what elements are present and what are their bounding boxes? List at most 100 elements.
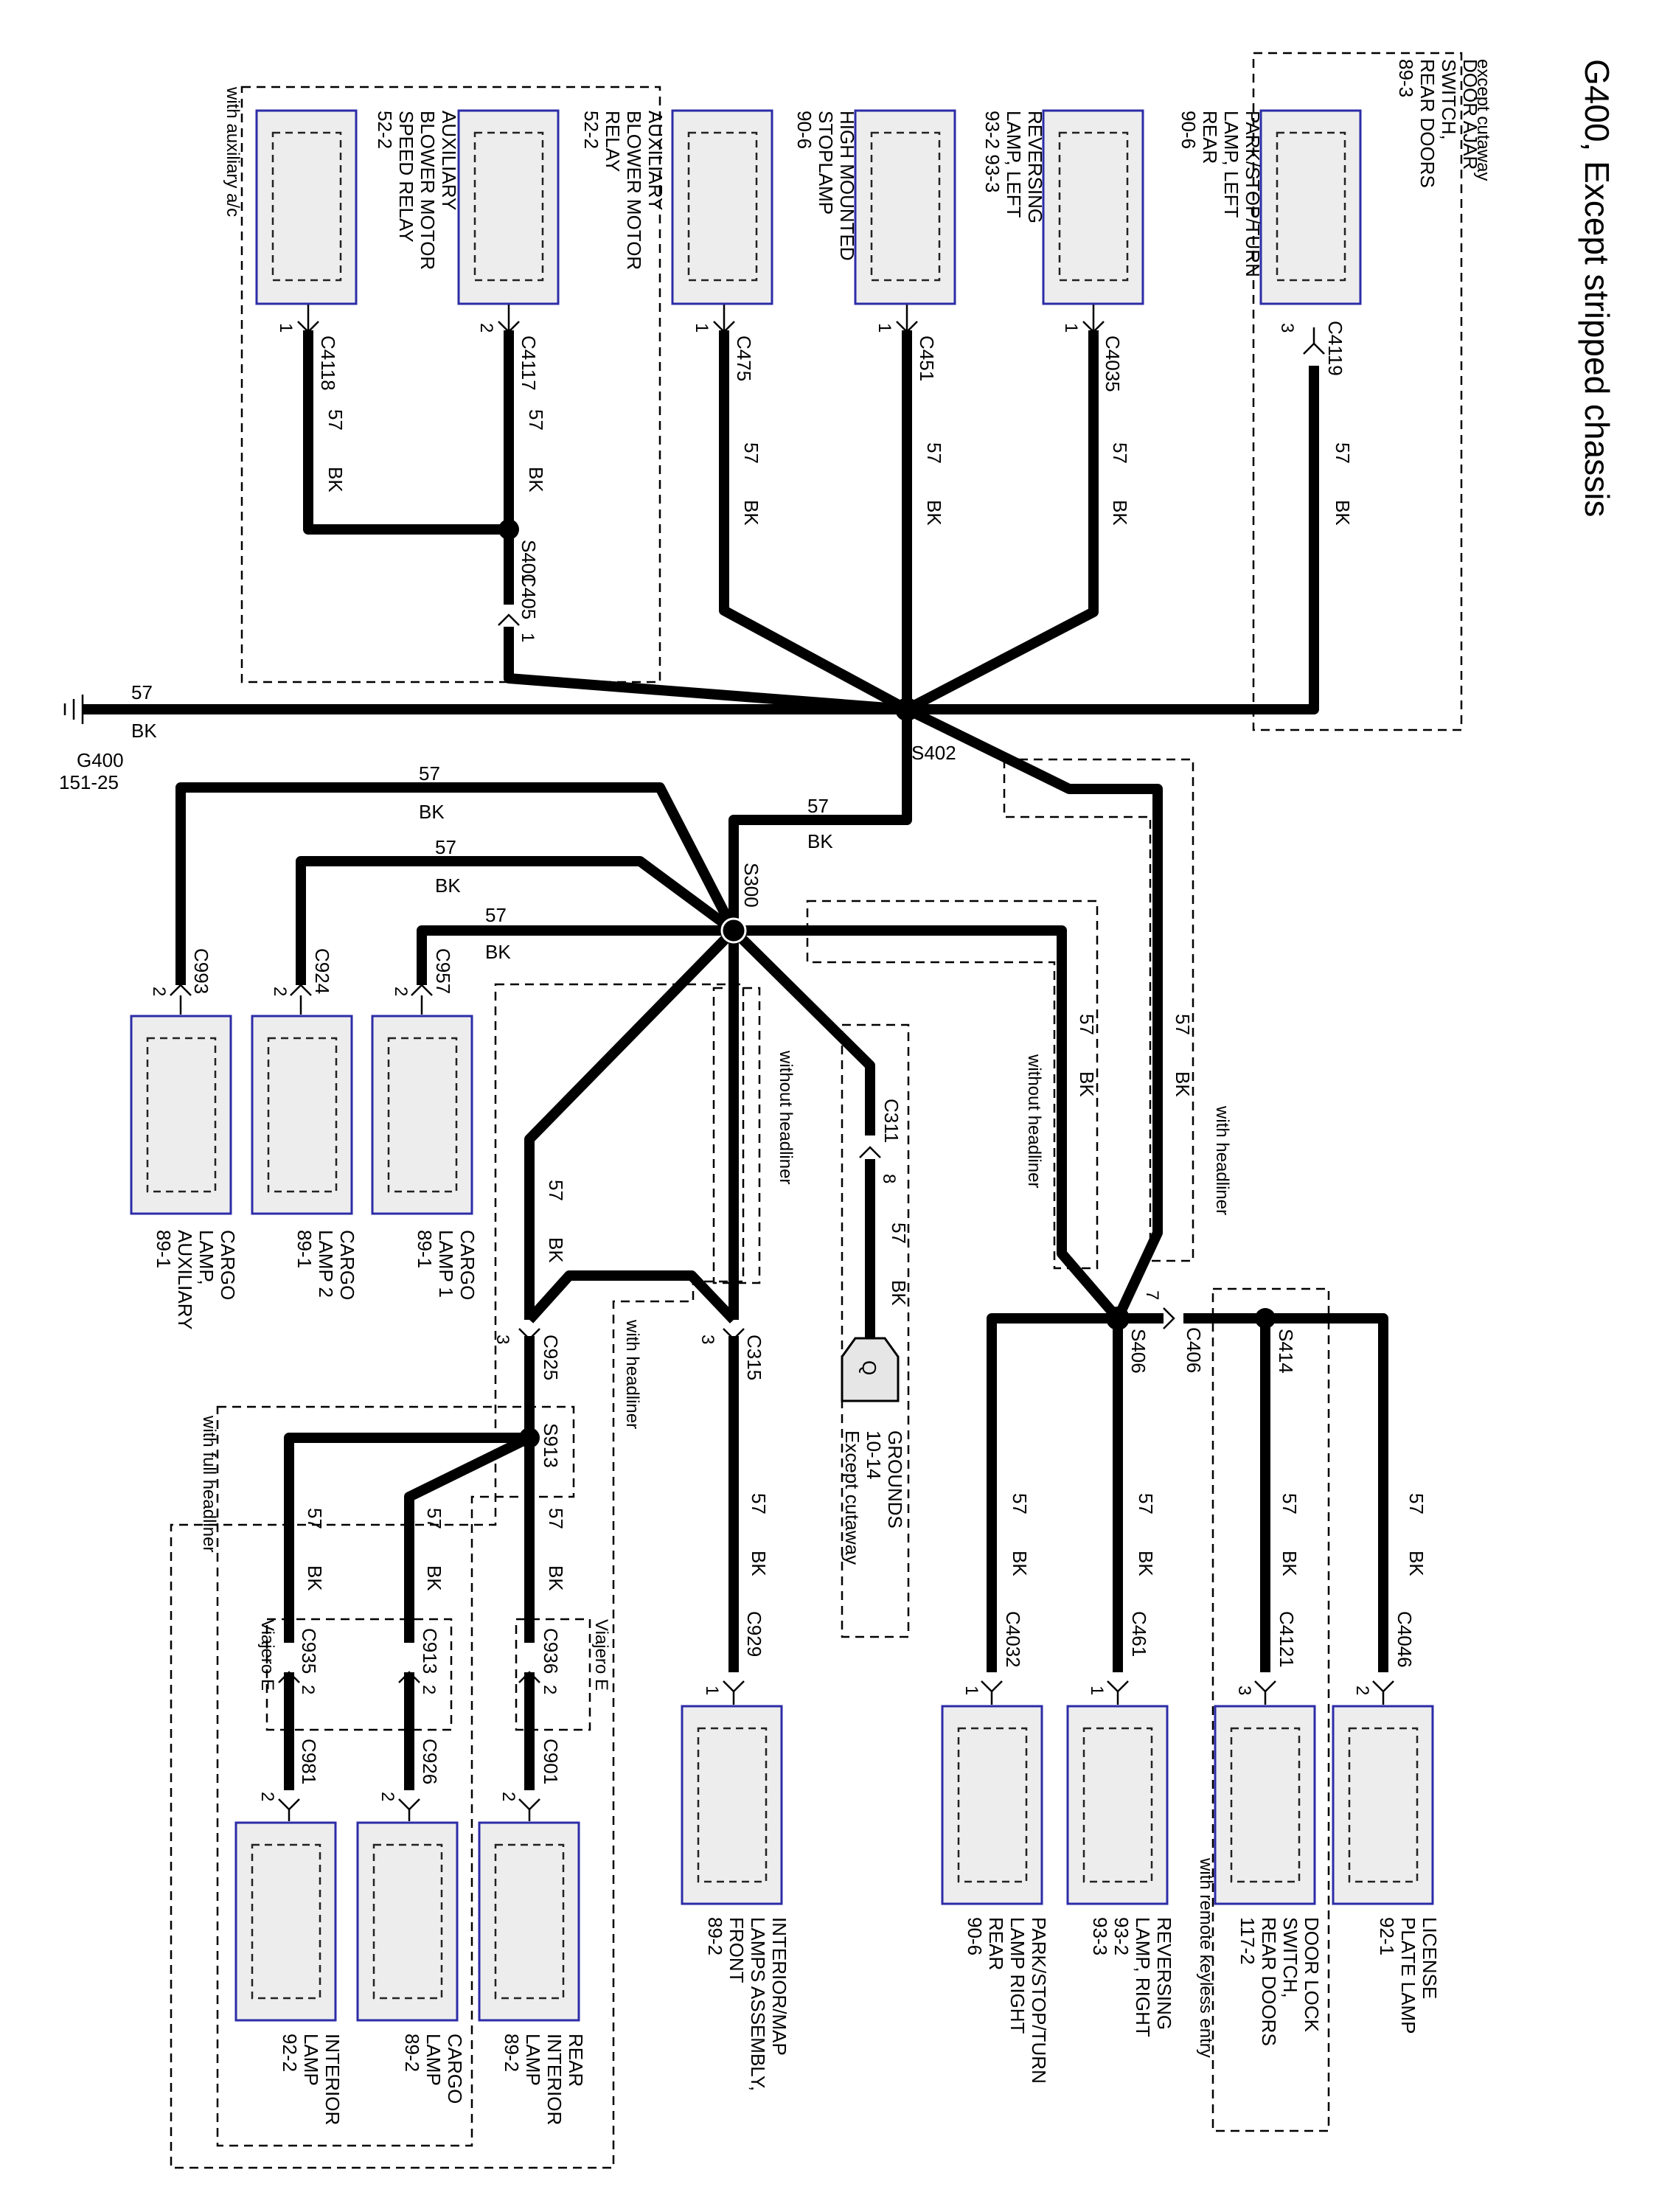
c451-pin: 1 <box>874 323 894 333</box>
wires <box>83 330 1388 1790</box>
wire-s913-c913 <box>404 1433 532 1643</box>
door-lock-label-line-3: 117-2 <box>1237 1917 1259 1965</box>
grounds-label: GROUNDS <box>884 1430 906 1528</box>
high-stop-label-line-0: HIGH MOUNTED <box>836 111 858 261</box>
component-cargo-lamp <box>356 1821 459 2022</box>
aux-relay-label-line-3: 52-2 <box>580 111 602 149</box>
reversing-right-label-line-0: REVERSING <box>1153 1917 1175 2030</box>
c4117-label: C4117 <box>518 335 540 391</box>
component-cargo-1 <box>371 1015 473 1215</box>
c993-label: C993 <box>190 948 212 994</box>
park-left-label-line-0: PARK/STOP/TURN <box>1242 111 1264 277</box>
aux-relay-label-line-0: AUXILIARY <box>644 111 667 210</box>
wire-circuit-label-10: 57 <box>748 1493 770 1514</box>
wire-circuit-label-6: 57 <box>1405 1493 1427 1514</box>
hwire-circuit-2: 57 <box>435 836 456 858</box>
note-with-headliner-right: with headliner <box>1212 1105 1232 1215</box>
c4118-pin: 1 <box>276 323 296 333</box>
grounds-ref: 10-14 <box>863 1430 885 1480</box>
wire-door-ajar <box>907 366 1319 714</box>
cargo-lamp-label-line-2: 89-2 <box>401 2034 423 2072</box>
note-with-full-headliner: with full headliner <box>199 1415 219 1552</box>
high-stop-label-line-2: 90-6 <box>793 111 815 149</box>
cargo-aux-label-line-2: AUXILIARY <box>174 1230 196 1329</box>
chevron-c4119 <box>1303 327 1325 355</box>
wire-circuit-label-3: 57 <box>740 442 762 464</box>
door-ajar-label-line-0: DOOR AJAR <box>1459 59 1481 170</box>
c926-pin: 2 <box>378 1792 397 1801</box>
c935-label: C935 <box>298 1628 320 1674</box>
component-door-lock <box>1214 1705 1316 1905</box>
c925-label: C925 <box>540 1335 562 1380</box>
c406-pin: 7 <box>1142 1290 1162 1300</box>
c4046-pin: 2 <box>1352 1686 1372 1695</box>
wire-color-label-9: BK <box>1009 1551 1031 1576</box>
wire-c957 <box>417 925 734 985</box>
hwire-circuit-0: 57 <box>131 681 153 703</box>
reversing-right-label-line-3: 93-3 <box>1089 1917 1111 1955</box>
park-right-label-line-1: LAMP RIGHT <box>1006 1917 1029 2034</box>
component-interior-map <box>681 1705 783 1905</box>
reversing-left-label-line-0: REVERSING <box>1024 111 1046 223</box>
s402-label: S402 <box>911 742 956 764</box>
note-viajero-right: Viajero E <box>591 1619 611 1691</box>
chevron-c4046 <box>1372 1680 1394 1705</box>
wire-color-label-17: BK <box>1172 1071 1194 1097</box>
wire-circuit-label-11: 57 <box>545 1508 567 1529</box>
aux-speed-label-line-0: AUXILIARY <box>438 111 460 210</box>
s406-label: S406 <box>1127 1329 1150 1374</box>
aux-relay-label-line-1: BLOWER MOTOR <box>623 111 645 270</box>
door-ajar-label-line-3: 89-3 <box>1395 59 1417 97</box>
cargo-aux-label-line-0: CARGO <box>217 1230 239 1300</box>
splice-s406 <box>1106 1307 1130 1330</box>
chevron-c315 <box>723 1328 745 1340</box>
splice-s414 <box>1255 1308 1276 1329</box>
c913-pin: 2 <box>419 1685 439 1694</box>
component-door-ajar <box>1259 109 1362 305</box>
hwire-circuit-1: 57 <box>419 762 440 785</box>
cargo-aux-label-line-3: 89-1 <box>153 1230 175 1268</box>
page-title: G400, Except stripped chassis <box>1578 59 1616 517</box>
c461-label: C461 <box>1128 1611 1150 1657</box>
component-reversing-left <box>854 109 956 305</box>
wire-color-label-12: BK <box>423 1565 445 1591</box>
c315-label: C315 <box>743 1335 765 1380</box>
rear-interior-label-line-2: LAMP <box>522 2034 544 2086</box>
note-with-aux-ac: with auxiliary a/c <box>223 86 243 217</box>
wire-color-label-1: BK <box>1109 500 1131 526</box>
c913-label: C913 <box>419 1628 441 1674</box>
wire-circuit-label-7: 57 <box>1279 1493 1301 1514</box>
c935-pin: 2 <box>298 1685 318 1694</box>
region-with-full-headliner <box>216 1405 575 2147</box>
c4121-label: C4121 <box>1276 1611 1298 1668</box>
chevron-c4121 <box>1254 1680 1276 1705</box>
door-ajar-label-line-1: SWITCH, <box>1438 59 1460 140</box>
rear-interior-label-line-3: 89-2 <box>501 2034 523 2072</box>
park-left-label-line-1: LAMP, LEFT <box>1220 111 1242 218</box>
hwire-color-4: BK <box>807 830 833 852</box>
wire-aux-speed <box>303 330 509 535</box>
c901-label: C901 <box>540 1739 562 1784</box>
wire-c993 <box>175 782 739 985</box>
chevron-c981 <box>278 1798 300 1821</box>
wire-color-label-5: BK <box>324 467 347 493</box>
region-grounds <box>841 1023 910 1638</box>
interior-map-label-line-1: LAMPS ASSEMBLY, <box>747 1917 769 2091</box>
cargo-2-label-line-0: CARGO <box>336 1230 358 1300</box>
ground-name: G400 <box>77 749 124 771</box>
wire-color-label-7: BK <box>1279 1551 1301 1576</box>
component-rear-interior <box>478 1821 580 2022</box>
wire-circuit-label-15: 57 <box>545 1180 567 1201</box>
chevron-c4117 <box>498 302 520 333</box>
region-rke <box>1211 1287 1330 2132</box>
c475-label: C475 <box>733 335 755 381</box>
interior-lamp-label-line-2: 92-2 <box>279 2034 301 2072</box>
cargo-lamp-label-line-0: CARGO <box>444 2034 466 2104</box>
note-with-rke: with remote keyless entry <box>1196 1857 1216 2058</box>
wire-park-left <box>904 330 1099 714</box>
splice-s402 <box>895 698 919 721</box>
wire-circuit-label-12: 57 <box>423 1508 445 1529</box>
wire-s402-s406 <box>904 704 1163 1321</box>
c4119-pin: 3 <box>1277 323 1297 333</box>
chevron-c925 <box>518 1328 540 1340</box>
